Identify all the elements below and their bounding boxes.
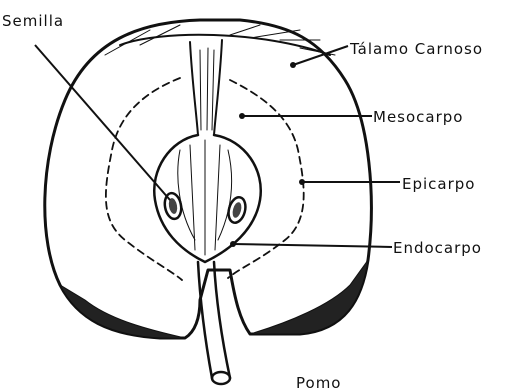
diagram-title: Pomo [296,374,341,390]
label-epicarpo: Epicarpo [402,175,475,193]
core [154,135,261,262]
core-hatching [178,140,232,255]
leader-semilla [35,45,170,200]
arrowhead-epicarpo [299,179,305,185]
arrowhead-endocarpo [230,241,236,247]
label-talamo-carnoso: Tálamo Carnoso [349,40,483,58]
label-endocarpo: Endocarpo [393,239,482,257]
stem-end [212,372,230,384]
arrowhead-talamo [290,62,296,68]
seed-right-inner [231,201,243,219]
leader-endocarpo [233,244,392,247]
label-mesocarpo: Mesocarpo [373,108,463,126]
core-stalk [190,40,222,135]
label-semilla: Semilla [2,12,64,30]
arrowhead-mesocarpo [239,113,245,119]
core-stalk-hatching [200,48,214,130]
calyx-shading-right [250,260,368,334]
receptacle-top [120,35,330,55]
stem [198,262,230,378]
